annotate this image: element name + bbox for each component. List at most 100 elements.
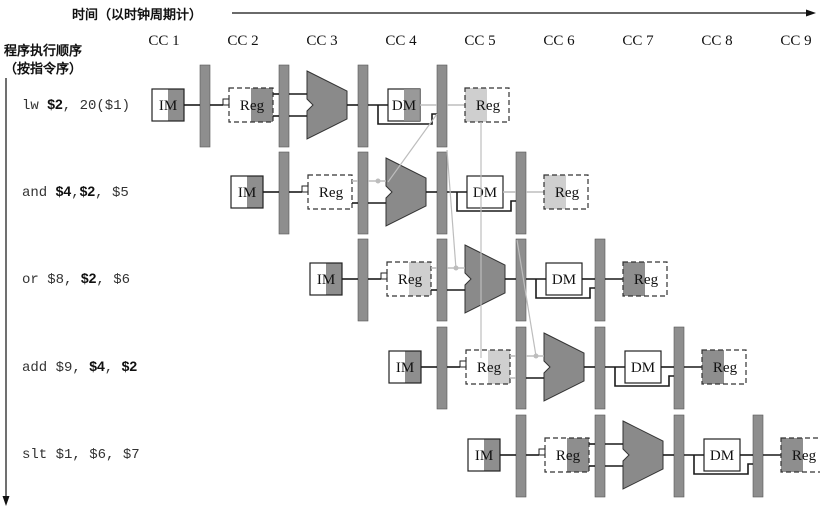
- register-file-write: Reg: [780, 437, 820, 473]
- if-id-register: [199, 64, 211, 148]
- instruction-text: , $5: [95, 185, 129, 201]
- mem-wb-register: [594, 238, 606, 322]
- reg-dashed-border: [543, 174, 589, 210]
- reg-read-shade: [567, 438, 589, 472]
- instruction-text: ,: [104, 360, 122, 376]
- reg-write-shade: [781, 438, 803, 472]
- instruction-label: slt $1, $6, $7: [22, 447, 140, 463]
- reg-read-shade: [488, 350, 510, 384]
- time-axis-arrowhead: [806, 9, 816, 17]
- instruction-label: and $4,$2, $5: [22, 183, 129, 201]
- reg-dashed-border: [701, 349, 747, 385]
- reg-dashed-border: [386, 261, 432, 297]
- program-order-arrowhead: [2, 496, 10, 506]
- reg-write-shade: [702, 350, 724, 384]
- im-label: IM: [396, 360, 414, 376]
- instruction-register-bold: $2: [47, 96, 63, 112]
- reg-label: Reg: [476, 98, 501, 114]
- mem-wb-register: [673, 326, 685, 410]
- reg-read-shade: [409, 262, 431, 296]
- reg-write-port: [380, 272, 388, 280]
- instruction-register-bold: $4: [55, 183, 72, 199]
- id-ex-register: [594, 414, 606, 498]
- mem-wb-register: [752, 414, 764, 498]
- forward-junction: [533, 353, 539, 359]
- dm-label: DM: [710, 448, 734, 464]
- reg-write-port: [538, 448, 546, 456]
- id-ex-register: [515, 326, 527, 410]
- program-order-label: 程序执行顺序: [4, 44, 83, 59]
- reg-dashed-border: [544, 437, 590, 473]
- instruction-register-bold: $2: [79, 183, 96, 199]
- ex-mem-register: [357, 64, 369, 148]
- reg-dashed-border: [465, 349, 511, 385]
- im-label: IM: [475, 448, 493, 464]
- clock-cycle-label: CC 7: [622, 33, 654, 49]
- dm-bypass-wire: [614, 367, 674, 387]
- reg-write-port: [301, 185, 309, 193]
- im-shade: [326, 263, 342, 295]
- reg-dashed-border: [228, 87, 274, 123]
- clock-cycle-label: CC 9: [780, 33, 812, 49]
- program-order-sublabel: （按指令序）: [4, 62, 83, 77]
- instruction-text: or $8,: [22, 272, 81, 288]
- clock-cycle-label: CC 4: [385, 33, 417, 49]
- reg-write-port: [222, 98, 230, 106]
- dm-bypass-wire: [535, 279, 595, 299]
- instruction-text: and: [22, 185, 56, 201]
- forward-junction: [375, 178, 381, 184]
- reg-label: Reg: [240, 98, 265, 114]
- reg-dashed-border: [622, 261, 668, 297]
- instruction-register-bold: $4: [89, 358, 105, 374]
- forward-line-memwb-to-add: [516, 239, 537, 357]
- clock-cycle-label: CC 3: [306, 33, 338, 49]
- forward-line-exmem-to-or: [446, 149, 457, 270]
- id-ex-register: [278, 64, 290, 148]
- dm-bypass-wire: [456, 192, 516, 212]
- if-id-register: [357, 238, 369, 322]
- instruction-register-bold: $2: [80, 270, 97, 286]
- reg-dashed-border: [464, 87, 510, 123]
- ex-mem-register: [673, 414, 685, 498]
- register-file-read: Reg: [386, 261, 432, 297]
- time-axis-label: 时间（以时钟周期计）: [72, 8, 203, 23]
- instruction-text: slt $1, $6, $7: [22, 447, 140, 463]
- reg-label: Reg: [634, 272, 659, 288]
- dm-bypass-wire: [693, 455, 753, 475]
- alu-shape: [543, 332, 585, 402]
- reg-write-shade: [544, 175, 566, 209]
- id-ex-register: [357, 151, 369, 235]
- dm-label: DM: [631, 360, 655, 376]
- instruction-text: ,: [71, 185, 80, 201]
- im-shade: [247, 176, 263, 208]
- im-label: IM: [159, 98, 177, 114]
- register-file-read: Reg: [544, 437, 590, 473]
- instruction-label: or $8, $2, $6: [22, 270, 130, 288]
- register-file-write: Reg: [622, 261, 668, 297]
- reg-label: Reg: [556, 448, 581, 464]
- pipeline-row: IM DM: [467, 414, 764, 498]
- dm-label: DM: [392, 98, 416, 114]
- instruction-text: lw: [22, 98, 48, 114]
- instruction-text: , 20($1): [62, 98, 131, 114]
- reg-dashed-border: [780, 437, 820, 473]
- reg-label: Reg: [477, 360, 502, 376]
- reg-label: Reg: [792, 448, 817, 464]
- dm-bypass-wire: [377, 105, 437, 125]
- mem-wb-register: [436, 64, 448, 148]
- alu-shape: [622, 420, 664, 490]
- mem-wb-register: [515, 151, 527, 235]
- reg-label: Reg: [713, 360, 738, 376]
- reg-label: Reg: [555, 185, 580, 201]
- ex-mem-register: [594, 326, 606, 410]
- forward-junction: [453, 265, 459, 271]
- dm-label: DM: [552, 272, 576, 288]
- if-id-register: [278, 151, 290, 235]
- register-file-read: Reg: [307, 174, 353, 210]
- reg-write-shade: [623, 262, 645, 296]
- if-id-register: [515, 414, 527, 498]
- reg-read-shade: [251, 88, 273, 122]
